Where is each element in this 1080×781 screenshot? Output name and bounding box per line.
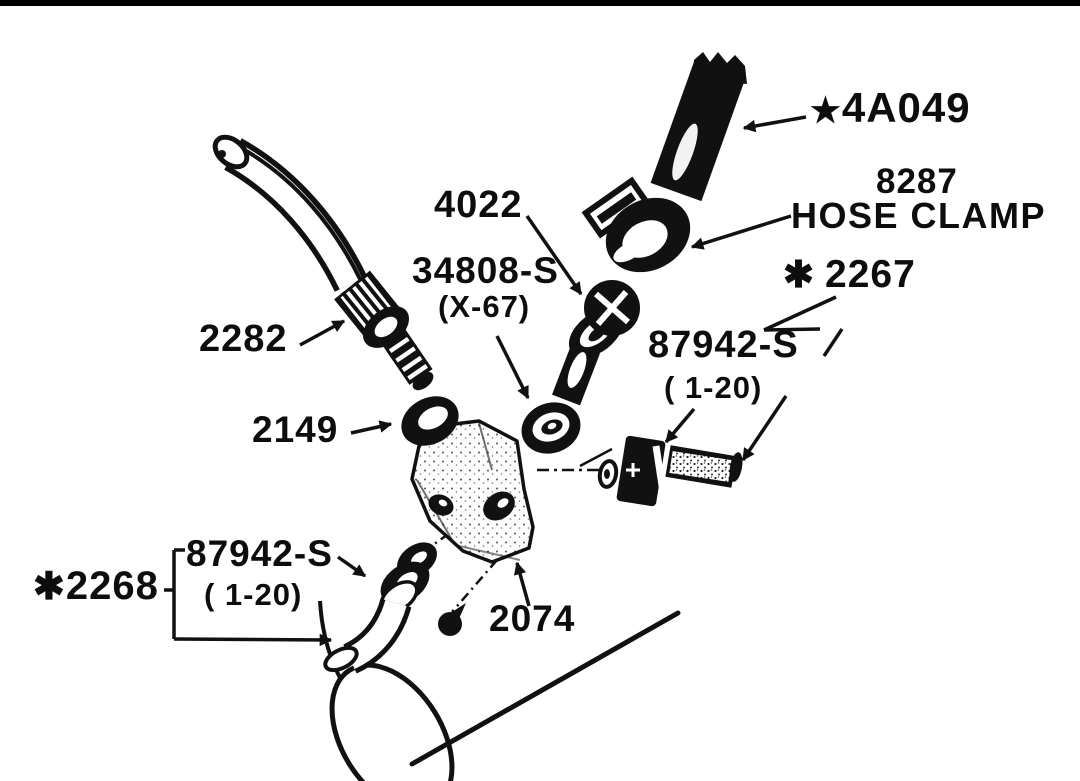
hose-2282-drawing xyxy=(212,134,434,391)
star-icon: ★ xyxy=(810,92,842,130)
label-1-20-right: ( 1-20) xyxy=(664,370,763,405)
label-2282: 2282 xyxy=(199,318,288,360)
label-x67: (X-67) xyxy=(438,289,531,324)
plug-drawing xyxy=(438,603,466,636)
label-2267: ✱2267 xyxy=(783,253,916,296)
label-1-20-left: ( 1-20) xyxy=(204,577,303,612)
label-34808s: 34808-S xyxy=(412,250,559,291)
label-87942s-left: 87942-S xyxy=(186,533,333,574)
label-4022: 4022 xyxy=(434,184,523,226)
label-2074: 2074 xyxy=(489,598,576,639)
leader-arrows xyxy=(299,115,807,607)
label-2149: 2149 xyxy=(252,409,339,450)
washer-34808s-drawing xyxy=(521,402,581,454)
label-87942s-right: 87942-S xyxy=(648,324,799,366)
large-pipe-drawing xyxy=(318,600,681,781)
label-4a049: ★4A049 xyxy=(810,84,971,131)
label-hose-clamp: HOSE CLAMP xyxy=(791,195,1047,236)
bracket-2268 xyxy=(164,548,333,647)
valve-body-2074-drawing xyxy=(410,419,535,564)
valve-4022-drawing xyxy=(551,280,640,406)
asterisk-icon: ✱ xyxy=(33,566,66,608)
leader-2267 xyxy=(763,295,844,357)
asterisk-icon: ✱ xyxy=(783,253,816,295)
washer-2149-drawing xyxy=(401,396,459,446)
label-8287: 8287 xyxy=(876,162,958,201)
label-2268: ✱2268 xyxy=(33,564,159,608)
page-top-rule xyxy=(0,0,1080,6)
hose-4a049-drawing xyxy=(650,52,747,202)
hose-clamp-8287-drawing xyxy=(581,176,691,273)
connector-hose-left-drawing xyxy=(323,542,437,674)
elbow-connector-right-drawing xyxy=(597,435,743,507)
